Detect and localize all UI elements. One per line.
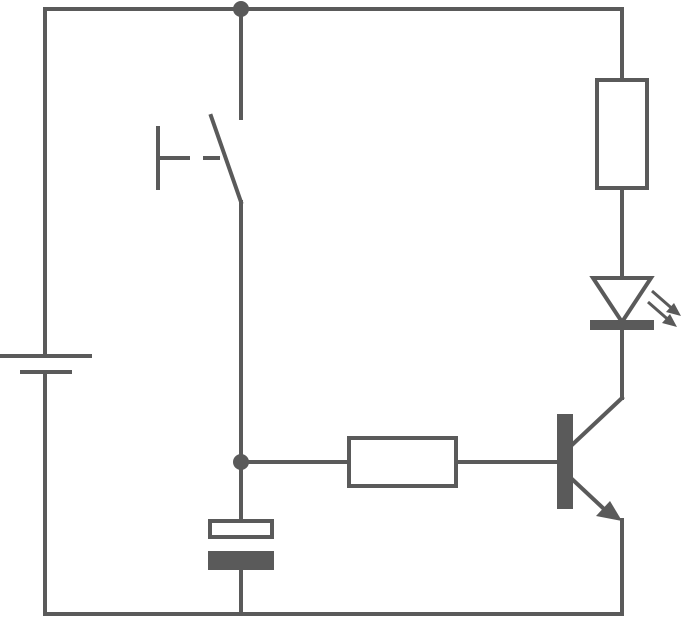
switch-lever (208, 113, 244, 205)
npn-transistor-symbol (557, 395, 625, 521)
capacitor-negative-plate (208, 551, 274, 570)
capacitor-positive-plate (208, 519, 274, 539)
push-button-switch-symbol (156, 113, 244, 205)
battery-symbol (0, 354, 92, 374)
collector-resistor (595, 78, 649, 190)
transistor-emitter-lead (570, 477, 607, 512)
led-arrow-2-head (662, 314, 677, 327)
transistor-emitter-arrow (596, 501, 622, 521)
led-light-arrows (647, 289, 681, 327)
led-symbol (589, 276, 681, 330)
wire-left-lower (43, 370, 243, 616)
wires (43, 7, 624, 616)
led-arrow-1-head (666, 303, 681, 316)
junction-dot-top (233, 1, 249, 17)
led-triangle (589, 276, 655, 326)
transistor-collector-lead (570, 395, 625, 447)
transistor-base-bar (557, 414, 573, 509)
junction-dot-middle (233, 454, 249, 470)
wire-bottom-right (239, 518, 624, 616)
wire-top-right (239, 7, 624, 82)
led-cathode-bar (590, 320, 654, 330)
base-resistor (347, 436, 458, 488)
polarized-capacitor-symbol (208, 519, 274, 570)
